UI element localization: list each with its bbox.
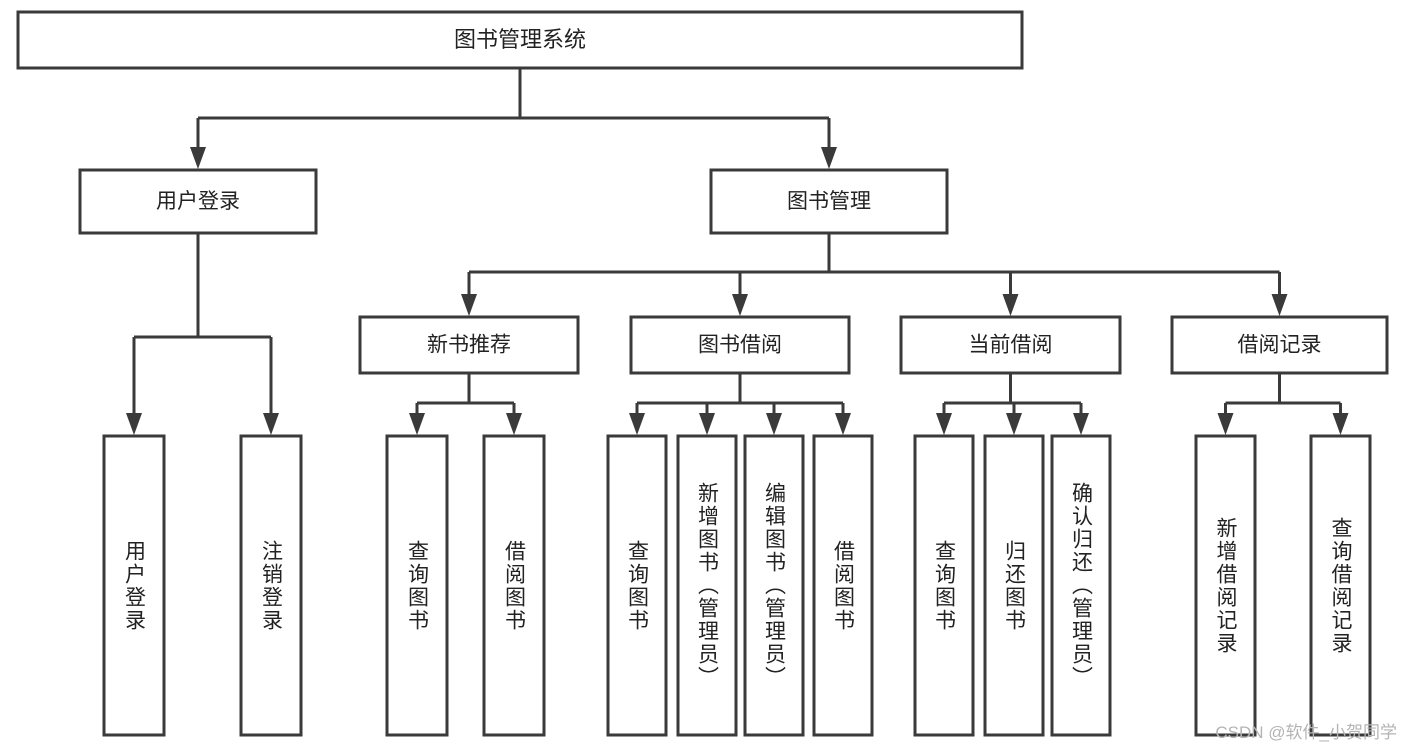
arrow-head-icon [732, 294, 748, 316]
arrow-head-icon [835, 413, 851, 435]
node-level2-label-1: 图书管理 [787, 190, 871, 213]
node-leaf-4[interactable] [606, 434, 668, 737]
arrow-head-icon [461, 294, 477, 316]
arrow-head-icon [263, 413, 279, 435]
node-leaf-7[interactable] [812, 434, 874, 737]
arrow-head-icon [699, 413, 715, 435]
arrow-head-icon [409, 413, 425, 435]
arrow-head-icon [506, 413, 522, 435]
arrow-head-icon [1217, 413, 1234, 435]
node-level3-1[interactable] [629, 315, 851, 375]
arrow-head-icon [936, 413, 952, 435]
arrow-head-icon [1006, 413, 1022, 435]
watermark-text: CSDN @软件_小贺同学 [1215, 723, 1397, 742]
node-leaf-5[interactable] [676, 434, 738, 737]
arrow-head-icon [1073, 413, 1089, 435]
node-root-label: 图书管理系统 [454, 27, 586, 52]
arrow-head-icon [821, 147, 837, 169]
arrow-head-icon [126, 413, 142, 435]
node-leaf-6[interactable] [743, 434, 805, 737]
node-leaf-8[interactable] [913, 434, 975, 737]
node-leaf-3[interactable] [482, 434, 546, 737]
node-level3-3[interactable] [1170, 315, 1389, 375]
connector-layer [126, 68, 1349, 435]
arrow-head-icon [766, 413, 782, 435]
node-level2-1[interactable] [709, 168, 949, 235]
box-layer [16, 10, 1389, 737]
node-leaf-12[interactable] [1309, 434, 1372, 737]
node-root[interactable] [16, 10, 1024, 70]
node-level3-2[interactable] [899, 315, 1122, 375]
arrow-head-icon [1002, 294, 1019, 316]
node-level3-label-2: 当前借阅 [969, 334, 1053, 357]
node-level3-0[interactable] [358, 315, 580, 375]
arrow-head-icon [1332, 413, 1349, 435]
node-level2-0[interactable] [78, 168, 318, 235]
node-leaf-0[interactable] [102, 434, 166, 737]
node-level2-label-0: 用户登录 [156, 190, 240, 213]
arrow-head-icon [629, 413, 645, 435]
node-leaf-10[interactable] [1050, 434, 1112, 737]
node-leaf-9[interactable] [983, 434, 1045, 737]
arrow-head-icon [190, 147, 206, 169]
node-leaf-11[interactable] [1194, 434, 1257, 737]
node-leaf-2[interactable] [385, 434, 449, 737]
arrow-head-icon [1271, 294, 1288, 316]
node-level3-label-0: 新书推荐 [427, 334, 511, 357]
node-level3-label-3: 借阅记录 [1238, 334, 1322, 357]
node-leaf-1[interactable] [239, 434, 303, 737]
node-level3-label-1: 图书借阅 [698, 334, 782, 357]
